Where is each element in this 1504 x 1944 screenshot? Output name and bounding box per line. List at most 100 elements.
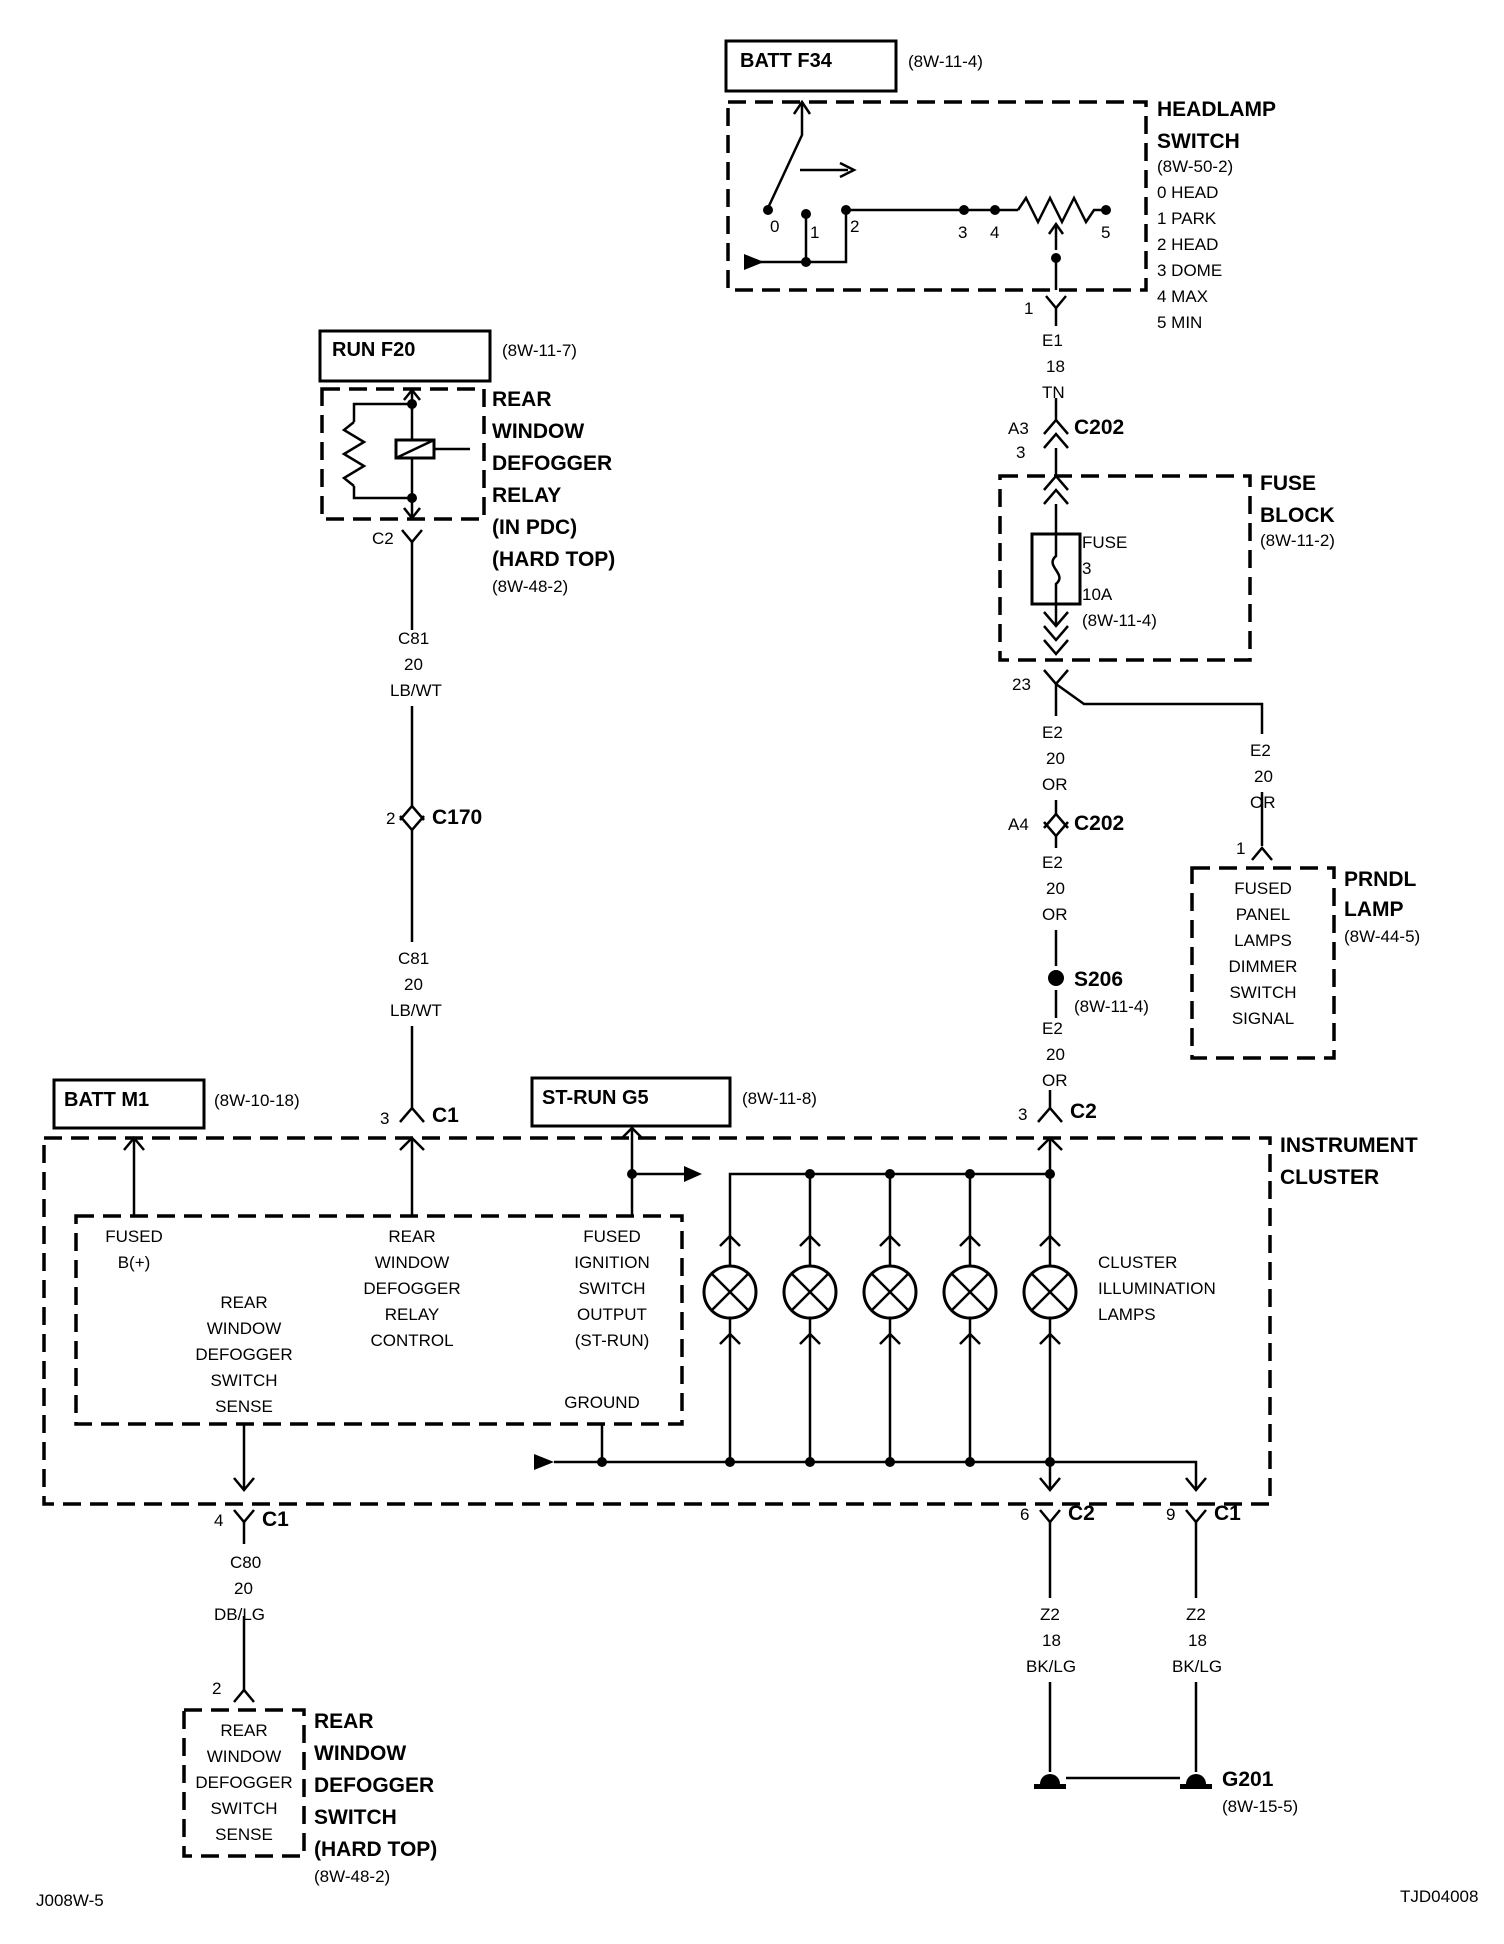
defogger-switch — [182, 1708, 306, 1858]
fuse-rating: 10A — [1082, 585, 1113, 604]
headlamp-position-5: 5 MIN — [1157, 313, 1202, 332]
ground-label: GROUND — [564, 1393, 640, 1412]
wire-e2-c-gauge: 20 — [1046, 1045, 1065, 1064]
relay-title-6: (HARD TOP) — [492, 548, 615, 571]
cluster-c2-top-pin: 3 — [1018, 1105, 1027, 1124]
wire-c81-b-color: LB/WT — [390, 1001, 442, 1020]
instrument-cluster — [42, 1026, 1272, 1506]
defogger-switch-inner-3: DEFOGGER — [195, 1773, 292, 1792]
headlamp-switch-ref: (8W-50-2) — [1157, 157, 1233, 176]
headlamp-position-3: 3 DOME — [1157, 261, 1222, 280]
ign-output-label-1: FUSED — [583, 1227, 641, 1246]
batt-f34-ref: (8W-11-4) — [908, 52, 983, 71]
defogger-switch-ref: (8W-48-2) — [314, 1867, 390, 1886]
s206-splice — [1048, 930, 1064, 1018]
relay-title-3: DEFOGGER — [492, 452, 612, 475]
wire-c81-b-gauge: 20 — [404, 975, 423, 994]
relay-outline — [320, 387, 486, 521]
footer-left-code: J008W-5 — [36, 1891, 104, 1910]
st-run-g5-ref: (8W-11-8) — [742, 1089, 817, 1108]
wire-e2-c-circuit: E2 — [1042, 1019, 1063, 1038]
relay-title-1: REAR — [492, 388, 552, 411]
wire-e2-c-color: OR — [1042, 1071, 1068, 1090]
c170-connector — [399, 706, 425, 942]
fuse-block-title-2: BLOCK — [1260, 504, 1335, 527]
prndl-inner-4: DIMMER — [1229, 957, 1298, 976]
run-f20-label: RUN F20 — [332, 339, 415, 361]
prndl-inner-6: SIGNAL — [1232, 1009, 1294, 1028]
g201-ground — [1034, 1682, 1212, 1789]
relay-control-label-5: CONTROL — [370, 1331, 453, 1350]
ign-output-label-5: (ST-RUN) — [575, 1331, 650, 1350]
headlamp-terminal-2: 2 — [850, 217, 859, 236]
relay-ref: (8W-48-2) — [492, 577, 568, 596]
wire-z2-b-color: BK/LG — [1172, 1657, 1222, 1676]
cluster-c1-bottom-name: C1 — [262, 1508, 289, 1531]
defogger-switch-inner-1: REAR — [220, 1721, 267, 1740]
wire-e2-b-gauge: 20 — [1046, 879, 1065, 898]
fuse-block-title-1: FUSE — [1260, 472, 1316, 495]
switch-sense-label-4: SWITCH — [210, 1371, 277, 1390]
defogger-switch-title-4: SWITCH — [314, 1806, 397, 1829]
cluster-c1-bottom-pin: 4 — [214, 1511, 223, 1530]
headlamp-terminal-4: 4 — [990, 223, 999, 242]
headlamp-position-0: 0 HEAD — [1157, 183, 1218, 202]
switch-sense-label-1: REAR — [220, 1293, 267, 1312]
cluster-c1-top-pin: 3 — [380, 1109, 389, 1128]
switch-sense-label-3: DEFOGGER — [195, 1345, 292, 1364]
batt-m1-ref: (8W-10-18) — [214, 1091, 300, 1110]
wire-c80-color: DB/LG — [214, 1605, 265, 1624]
c170-pin: 2 — [386, 809, 395, 828]
defogger-switch-title-5: (HARD TOP) — [314, 1838, 437, 1861]
lamps-label-2: ILLUMINATION — [1098, 1279, 1216, 1298]
wire-e2-b-color: OR — [1042, 905, 1068, 924]
relay-control-label-2: WINDOW — [375, 1253, 450, 1272]
c202-a4-name: C202 — [1074, 812, 1124, 835]
wire-e2-b-circuit: E2 — [1042, 853, 1063, 872]
wire-c80-gauge: 20 — [234, 1579, 253, 1598]
cluster-illumination-lamps — [702, 1174, 1078, 1462]
relay-control-label-1: REAR — [388, 1227, 435, 1246]
cluster-bottom-connectors — [233, 1509, 1207, 1703]
wire-z2-a-circuit: Z2 — [1040, 1605, 1060, 1624]
wire-e2-a-circuit: E2 — [1042, 723, 1063, 742]
fuse-block — [998, 448, 1252, 662]
wire-c81-a-color: LB/WT — [390, 681, 442, 700]
fuse-block-pin-23: 23 — [1012, 675, 1031, 694]
cluster-c2-bottom-pin: 6 — [1020, 1505, 1029, 1524]
wire-e2-prndl-color: OR — [1250, 793, 1276, 812]
illumination-lamp-3 — [862, 1174, 918, 1462]
c170-name: C170 — [432, 806, 482, 829]
wire-e2-prndl-gauge: 20 — [1254, 767, 1273, 786]
cluster-c2-top-name: C2 — [1070, 1100, 1097, 1123]
wire-c80-circuit: C80 — [230, 1553, 261, 1572]
fused-b-label-2: B(+) — [118, 1253, 151, 1272]
fuse-block-ref: (8W-11-2) — [1260, 531, 1335, 550]
wire-z2-a-color: BK/LG — [1026, 1657, 1076, 1676]
run-f20-box — [318, 329, 492, 383]
prndl-inner-1: FUSED — [1234, 879, 1292, 898]
headlamp-switch: BATT F34 (8W-11-4) HEADLAMP SWITCH (8W-5… — [724, 39, 1276, 332]
c202-a3-pin: A3 — [1008, 419, 1029, 438]
g201-ref: (8W-15-5) — [1222, 1797, 1298, 1816]
headlamp-position-1: 1 PARK — [1157, 209, 1217, 228]
s206-ref: (8W-11-4) — [1074, 997, 1149, 1016]
relay-title-2: WINDOW — [492, 420, 584, 443]
prndl-ref: (8W-44-5) — [1344, 927, 1420, 946]
headlamp-switch-title-2: SWITCH — [1157, 130, 1240, 153]
fused-b-label-1: FUSED — [105, 1227, 163, 1246]
headlamp-position-2: 2 HEAD — [1157, 235, 1218, 254]
defogger-switch-title-1: REAR — [314, 1710, 374, 1733]
s206-name: S206 — [1074, 968, 1123, 991]
cluster-c1-ground-pin: 9 — [1166, 1505, 1175, 1524]
defogger-relay — [318, 329, 492, 630]
defogger-switch-outline — [182, 1708, 306, 1858]
prndl-pin: 1 — [1236, 839, 1245, 858]
switch-sense-label-2: WINDOW — [207, 1319, 282, 1338]
illumination-lamp-2 — [782, 1174, 838, 1462]
g201-name: G201 — [1222, 1768, 1274, 1791]
cluster-title-2: CLUSTER — [1280, 1166, 1379, 1189]
cluster-c2-bottom-name: C2 — [1068, 1502, 1095, 1525]
wire-z2-a-gauge: 18 — [1042, 1631, 1061, 1650]
